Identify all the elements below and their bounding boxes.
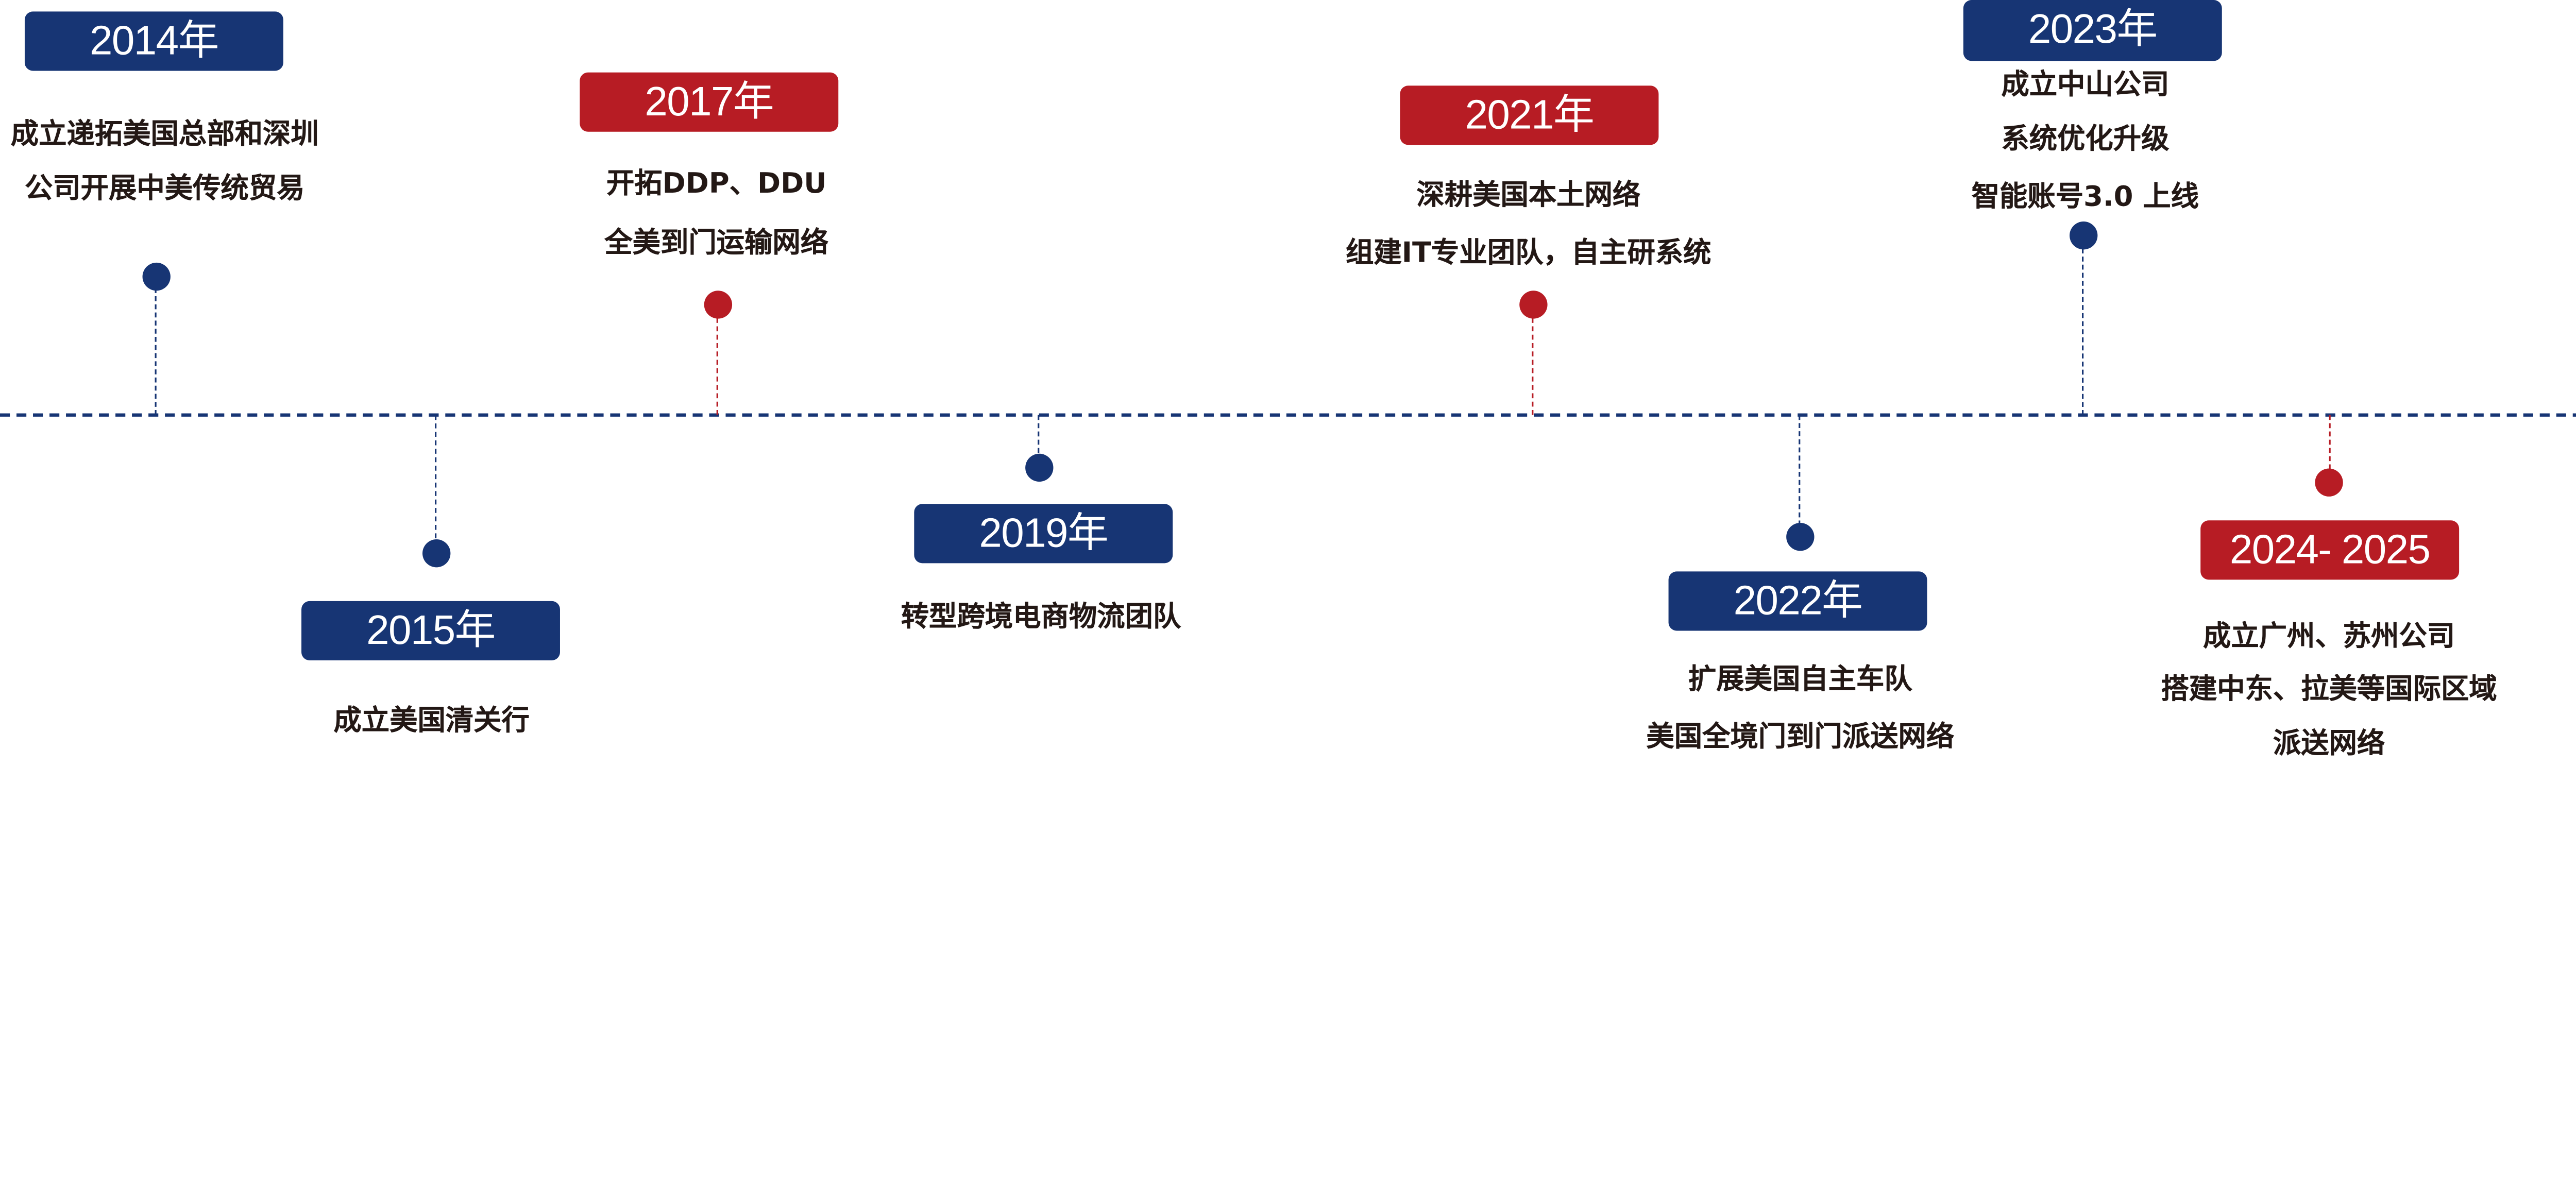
connector-2022 (1799, 415, 1801, 534)
year-badge-2014: 2014年 (24, 11, 283, 71)
event-line: 成立美国清关行 (333, 705, 530, 738)
connector-2021 (1532, 310, 1534, 415)
event-line: 搭建中东、拉美等国际区域 (2161, 673, 2497, 707)
year-badge-2021: 2021年 (1400, 86, 1659, 145)
connector-2017 (716, 310, 718, 415)
year-badge-2015: 2015年 (301, 601, 560, 660)
marker-dot-2017 (703, 291, 732, 319)
event-line: 深耕美国本土网络 (1416, 179, 1641, 213)
marker-dot-2024-2025 (2315, 468, 2343, 497)
marker-dot-2022 (1785, 523, 1814, 551)
year-badge-2017: 2017年 (580, 72, 839, 132)
year-badge-2022: 2022年 (1668, 571, 1927, 631)
connector-2015 (435, 415, 437, 547)
year-badge-2019: 2019年 (914, 504, 1173, 564)
event-line: 成立广州、苏州公司 (2202, 621, 2455, 654)
year-badge-2023: 2023年 (1963, 0, 2222, 61)
marker-dot-2019 (1024, 453, 1053, 482)
connector-2024-2025 (2329, 415, 2331, 478)
connector-2014 (155, 280, 157, 415)
connector-2019 (1038, 415, 1040, 462)
event-line: 系统优化升级 (2001, 123, 2170, 157)
marker-dot-2021 (1518, 291, 1547, 319)
event-line: 组建IT专业团队，自主研系统 (1346, 237, 1711, 270)
marker-dot-2015 (421, 539, 450, 568)
event-line: 转型跨境电商物流团队 (901, 601, 1181, 634)
marker-dot-2023 (2069, 221, 2097, 250)
year-badge-2024-2025: 2024- 2025 (2200, 520, 2460, 580)
marker-dot-2014 (141, 262, 170, 291)
event-line: 全美到门运输网络 (604, 227, 829, 261)
event-line: 派送网络 (2273, 728, 2385, 761)
event-line: 扩展美国自主车队 (1688, 663, 1912, 697)
event-line: 智能账号3.0 上线 (1971, 181, 2199, 214)
event-line: 成立中山公司 (2001, 69, 2170, 103)
event-line: 成立递拓美国总部和深圳 (10, 118, 319, 152)
event-line: 公司开展中美传统贸易 (24, 173, 305, 206)
event-line: 开拓DDP、DDU (606, 168, 827, 201)
connector-2023 (2082, 240, 2084, 415)
event-line: 美国全境门到门派送网络 (1646, 721, 1955, 755)
timeline-axis (0, 413, 2576, 417)
